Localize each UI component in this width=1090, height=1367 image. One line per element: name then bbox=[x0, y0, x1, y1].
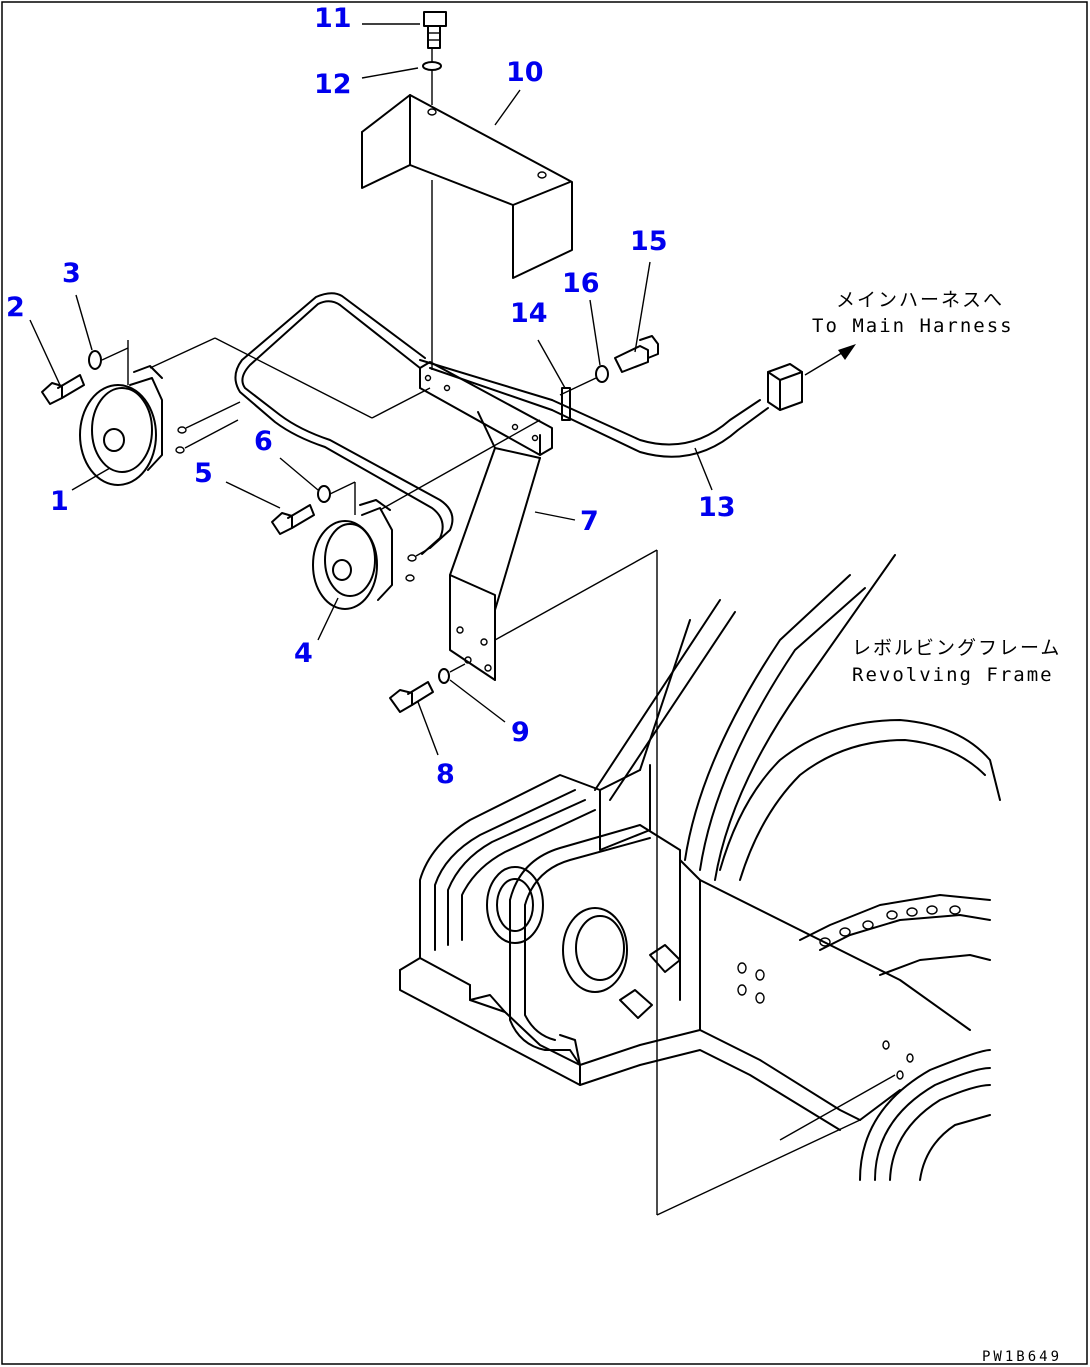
bolt-part-11 bbox=[423, 11, 447, 49]
callout-11: 11 bbox=[314, 3, 352, 34]
revolving-frame bbox=[399, 549, 1001, 1216]
bolt-part-5 bbox=[271, 504, 315, 535]
callout-4: 4 bbox=[294, 638, 313, 669]
callout-10: 10 bbox=[506, 57, 544, 88]
callout-2: 2 bbox=[6, 292, 25, 323]
horn-part-1 bbox=[79, 337, 216, 486]
callout-12: 12 bbox=[314, 69, 352, 100]
terminals-horn-1 bbox=[175, 401, 241, 454]
washer-part-3 bbox=[88, 350, 102, 370]
callout-3: 3 bbox=[62, 258, 81, 289]
callout-1: 1 bbox=[50, 486, 69, 517]
callout-labels: 11 12 10 15 16 14 3 2 6 5 1 13 7 4 9 8 bbox=[6, 3, 736, 790]
note-main-harness-en: To Main Harness bbox=[812, 315, 1014, 337]
callout-15: 15 bbox=[630, 226, 668, 257]
callout-9: 9 bbox=[511, 717, 530, 748]
to-main-harness-arrow bbox=[804, 344, 856, 376]
washer-part-16 bbox=[595, 365, 609, 383]
callout-6: 6 bbox=[254, 426, 273, 457]
mounting-arm-part-7 bbox=[419, 361, 553, 681]
drawing-code: PW1B649 bbox=[982, 1349, 1062, 1365]
leader-lines bbox=[29, 23, 713, 756]
callout-13: 13 bbox=[698, 492, 736, 523]
bolt-part-2 bbox=[41, 374, 85, 405]
washer-part-9 bbox=[438, 668, 450, 684]
note-revolving-frame-en: Revolving Frame bbox=[852, 664, 1054, 686]
horn-part-4 bbox=[312, 419, 541, 610]
callout-16: 16 bbox=[562, 268, 600, 299]
washer-part-12 bbox=[422, 61, 442, 71]
callout-8: 8 bbox=[436, 759, 455, 790]
bolt-part-8 bbox=[389, 681, 434, 713]
wiring-harness-part-13 bbox=[234, 292, 803, 555]
callout-14: 14 bbox=[510, 298, 548, 329]
note-main-harness-jp: メインハーネスへ bbox=[836, 289, 1004, 311]
callout-7: 7 bbox=[580, 506, 599, 537]
terminals-horn-4 bbox=[405, 547, 431, 582]
callout-5: 5 bbox=[194, 458, 213, 489]
cover-bracket-part-10 bbox=[361, 94, 573, 279]
note-revolving-frame-jp: レボルビングフレーム bbox=[852, 637, 1061, 659]
washer-part-6 bbox=[317, 485, 331, 503]
